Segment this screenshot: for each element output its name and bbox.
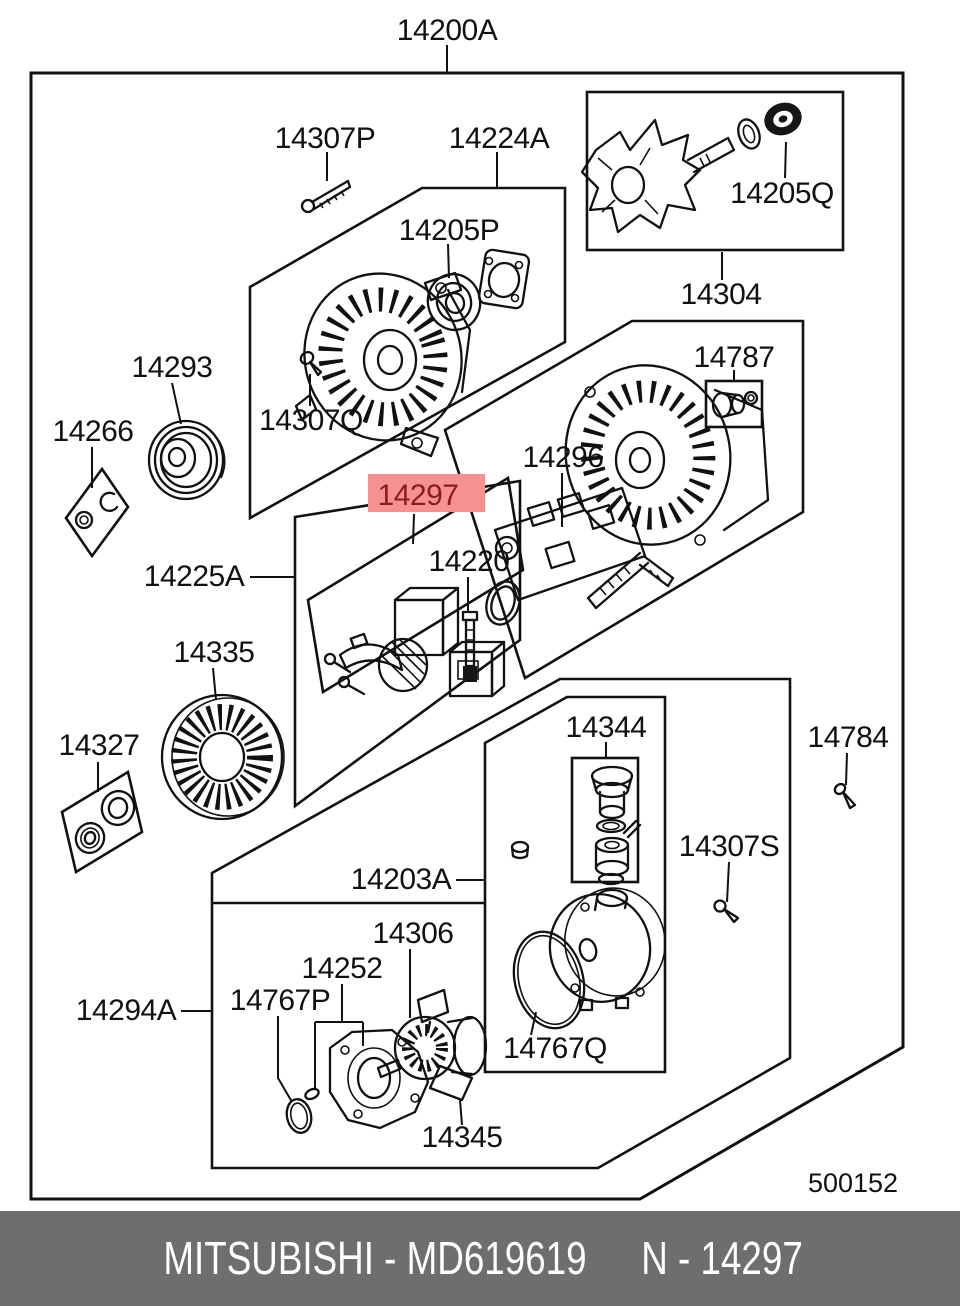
o-ring-14767Q	[512, 930, 586, 1030]
rear-bracket-group-box-14296	[443, 319, 805, 680]
part-label-14307P[interactable]: 14307P	[275, 122, 376, 155]
footer-background	[0, 1211, 960, 1306]
part-label-14307Q[interactable]: 14307Q	[259, 404, 363, 437]
part-label-14307S[interactable]: 14307S	[679, 830, 780, 863]
rear-bracket	[564, 364, 770, 610]
pulley-14293	[147, 419, 226, 501]
plate-14345	[428, 1064, 474, 1102]
part-label-14345[interactable]: 14345	[422, 1121, 503, 1154]
rear-cover-group-box-14203A	[483, 695, 667, 1074]
plug-kit-box-14344	[570, 756, 640, 884]
part-label-14344[interactable]: 14344	[566, 711, 647, 744]
front-bracket-group-box-14224A	[248, 186, 567, 521]
part-label-14327[interactable]: 14327	[59, 729, 140, 762]
screw-14307Q	[299, 351, 323, 377]
part-label-14767P[interactable]: 14767P	[230, 984, 331, 1017]
rear-cover-plate-14252	[328, 1028, 430, 1130]
rectifier-assembly	[493, 486, 675, 602]
part-label-14220[interactable]: 14220	[429, 545, 510, 578]
part-label-14205Q[interactable]: 14205Q	[730, 177, 834, 210]
footer-brand-partnumber: MITSUBISHI - MD619619	[163, 1232, 586, 1284]
seal-kit-14327-contents	[74, 789, 136, 855]
stator-14335	[160, 693, 285, 821]
part-label-14335[interactable]: 14335	[174, 636, 255, 669]
part-label-14225A[interactable]: 14225A	[144, 560, 245, 593]
highlight-box-14297[interactable]	[368, 474, 485, 512]
bearing-retainer-plate	[477, 248, 531, 310]
pulley-nut-and-clip-14266	[74, 491, 119, 530]
part-label-14787[interactable]: 14787	[694, 341, 775, 374]
plug-kit-14344-contents	[590, 765, 642, 886]
part-label-14296[interactable]: 14296	[523, 441, 604, 474]
part-label-14252[interactable]: 14252	[302, 952, 383, 985]
part-label-14224A[interactable]: 14224A	[449, 122, 550, 155]
part-label-14767Q[interactable]: 14767Q	[503, 1032, 607, 1065]
mounting-bolt-14307P	[300, 179, 352, 214]
drawing-number: 500152	[808, 1168, 898, 1198]
terminal-bushing-14787	[711, 390, 759, 419]
brush-holder-assembly-14297-contents	[323, 586, 506, 698]
label-leader-lines	[91, 45, 848, 1126]
seal-kit-box-14327	[60, 769, 144, 875]
o-ring-14767P	[285, 1087, 320, 1134]
screw-14307S	[713, 899, 740, 924]
outer-assembly-box-14200A	[29, 71, 905, 1201]
part-label-14293[interactable]: 14293	[132, 351, 213, 384]
part-label-14200A[interactable]: 14200A	[397, 14, 498, 47]
part-label-14304[interactable]: 14304	[681, 278, 762, 311]
rotor-box-14304	[585, 90, 845, 252]
part-label-14784[interactable]: 14784	[808, 721, 889, 754]
rotor-14304-contents	[580, 102, 802, 234]
rear-cover	[548, 887, 666, 1012]
bottom-assembly-hexagon	[210, 677, 792, 1170]
part-label-14294A[interactable]: 14294A	[76, 994, 177, 1027]
part-label-14266[interactable]: 14266	[53, 415, 134, 448]
front-bracket	[294, 271, 472, 458]
part-label-14306[interactable]: 14306	[373, 917, 454, 950]
o-ring-14220	[485, 580, 521, 626]
part-number-labels: 14200A 14307P 14224A 14205P 14205Q 14304 14307…	[53, 14, 889, 1154]
part-label-14297[interactable]: 14297	[378, 479, 459, 512]
footer-reference-number: N - 14297	[641, 1232, 803, 1284]
footer-bar: MITSUBISHI - MD619619 N - 14297	[0, 1211, 960, 1306]
screw-14784	[833, 782, 857, 810]
brush-pin-14220	[461, 610, 479, 682]
brush-holder-box-14297	[306, 475, 525, 695]
nut-kit-box-14266	[64, 466, 130, 559]
vent-cap	[510, 840, 530, 860]
part-label-14203A[interactable]: 14203A	[351, 863, 452, 896]
vacuum-pump-14306	[376, 988, 488, 1081]
part-label-14205P[interactable]: 14205P	[399, 214, 500, 247]
